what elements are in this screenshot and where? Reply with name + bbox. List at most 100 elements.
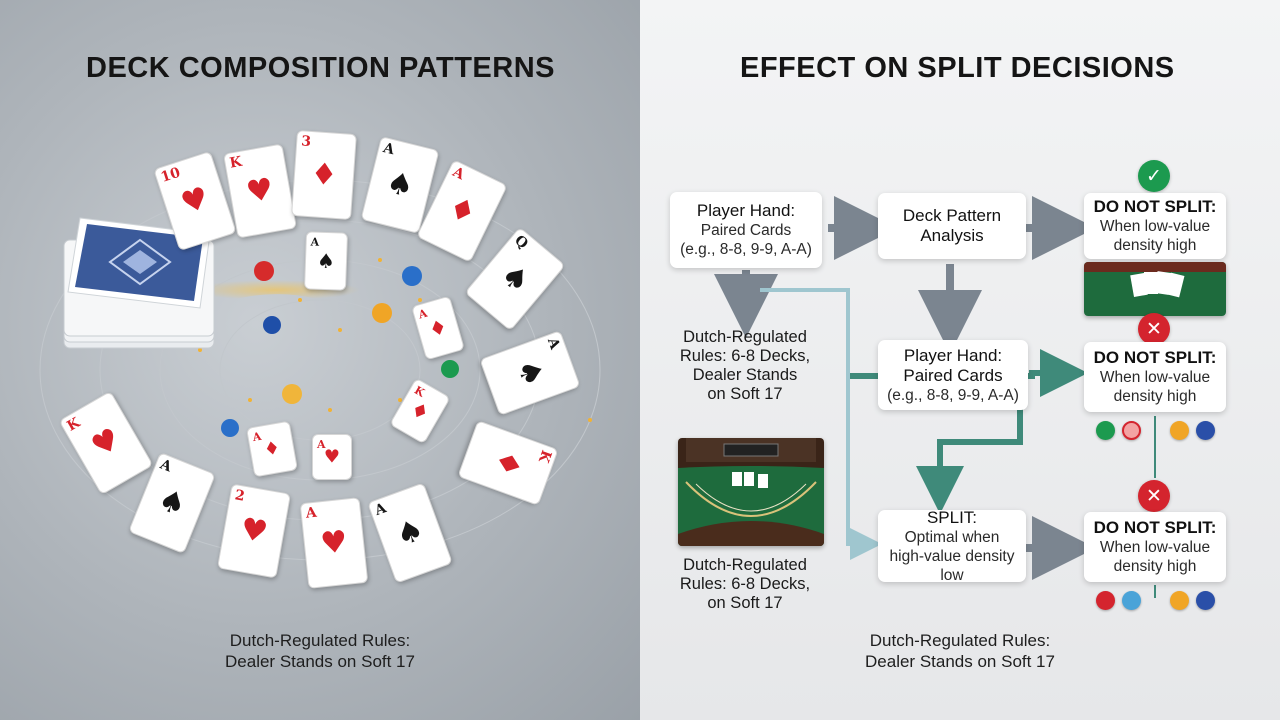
card-rank: A: [157, 456, 174, 476]
cross-chip-icon: [1096, 591, 1115, 610]
deck-pattern-line2: Analysis: [920, 226, 984, 245]
casino-chip-icon: [1196, 421, 1215, 440]
outcome-2-line1: When low-value: [1099, 369, 1211, 386]
card-suit: ♠: [508, 354, 552, 392]
card-suit: ♠: [316, 248, 336, 274]
playing-card-icon: A ♥: [299, 497, 369, 589]
split-box: SPLIT: Optimal when high-value density l…: [878, 507, 1026, 584]
casino-chip-icon: [1122, 591, 1141, 610]
casino-chip-icon: [1170, 421, 1189, 440]
rules-note-2: Dutch-Regulated Rules: 6-8 Decks, on Sof…: [670, 556, 820, 613]
rules-note-2-line2: Rules: 6-8 Decks,: [679, 575, 811, 593]
card-suit: ♠: [382, 164, 418, 206]
card-rank: 10: [158, 164, 183, 186]
rules-note-1-line1: Dutch-Regulated: [683, 328, 807, 346]
card-suit: ♠: [493, 256, 537, 302]
player-hand-2-line2: (e.g., 8-8, 9-9, A-A): [887, 386, 1019, 404]
player-hand-box: Player Hand: Paired Cards (e.g., 8-8, 9-…: [670, 192, 822, 268]
card-rank: K: [228, 153, 244, 172]
split-decisions-panel: EFFECT ON SPLIT DECISIONS: [640, 0, 1280, 720]
card-rank: A: [372, 500, 389, 519]
blackjack-table-icon: [678, 438, 824, 546]
right-caption-line1: Dutch-Regulated Rules:: [869, 631, 1051, 650]
outcome-3-line1: When low-value: [1099, 539, 1211, 556]
card-rank: A: [544, 335, 563, 352]
rules-note-2-line1: Dutch-Regulated: [683, 556, 807, 574]
player-hand-2-line1: Paired Cards: [903, 365, 1003, 385]
split-line2: high-value density low: [889, 547, 1015, 584]
outcome-3-title: DO NOT SPLIT:: [1093, 518, 1217, 537]
casino-chip-icon: [1170, 591, 1189, 610]
outcome-2-title: DO NOT SPLIT:: [1093, 348, 1217, 367]
card-suit: ♥: [318, 524, 350, 562]
card-suit: ♥: [237, 511, 271, 551]
outcome-box-1: DO NOT SPLIT: When low-value density hig…: [1084, 193, 1226, 259]
playing-card-icon: A ♠: [304, 231, 348, 291]
player-hand-line1: Paired Cards: [700, 222, 792, 239]
card-suit: ♥: [243, 171, 277, 211]
card-rank: 3: [300, 133, 312, 150]
casino-chip-icon: [1122, 421, 1141, 440]
left-caption: Dutch-Regulated Rules: Dealer Stands on …: [200, 630, 440, 672]
player-hand-title: Player Hand:: [696, 201, 796, 220]
card-suit: ♦: [309, 156, 339, 194]
casino-chips: [221, 261, 459, 437]
outcome-3-line2: density high: [1113, 558, 1197, 575]
right-panel-title: EFFECT ON SPLIT DECISIONS: [740, 52, 1175, 84]
outcome-1-line1: When low-value: [1099, 218, 1211, 235]
light-arrow: [760, 288, 882, 560]
outcome-box-2: DO NOT SPLIT: When low-value density hig…: [1084, 342, 1226, 412]
rules-note-1: Dutch-Regulated Rules: 6-8 Decks, Dealer…: [670, 328, 820, 404]
card-rank: A: [317, 438, 326, 451]
deck-pattern-line1: Deck Pattern: [902, 206, 1002, 225]
card-suit: ♥: [85, 421, 127, 465]
player-hand-line2: (e.g., 8-8, 9-9, A-A): [680, 241, 812, 258]
card-suit: ♦: [486, 444, 530, 482]
card-suit: ♥: [176, 180, 214, 222]
card-suit: ♦: [262, 437, 282, 461]
card-deck-icon: [60, 212, 218, 352]
outcome-1-title: DO NOT SPLIT:: [1093, 197, 1217, 216]
card-rank: A: [450, 164, 467, 184]
split-title: SPLIT:: [926, 507, 978, 527]
cross-icon: ✕: [1138, 313, 1170, 345]
card-suit: ♦: [426, 313, 450, 343]
card-rank: Q: [511, 232, 531, 253]
left-panel-title: DECK COMPOSITION PATTERNS: [86, 52, 555, 84]
right-caption: Dutch-Regulated Rules: Dealer Stands on …: [840, 630, 1080, 672]
card-rank: A: [381, 140, 396, 159]
right-caption-line2: Dealer Stands on Soft 17: [865, 652, 1055, 671]
rules-note-2-line3: on Soft 17: [707, 594, 783, 612]
casino-chip-icon: [1196, 591, 1215, 610]
playing-card-icon: A ♥: [312, 434, 352, 480]
split-line1: Optimal when: [904, 528, 1000, 546]
card-rank: A: [310, 235, 320, 249]
cross-chip-icon: [1096, 421, 1115, 440]
rules-note-1-line2: Rules: 6-8 Decks,: [679, 347, 811, 365]
cross-icon: ✕: [1138, 480, 1170, 512]
rules-note-1-line4: on Soft 17: [707, 385, 783, 403]
gray-arrows: [714, 196, 1096, 580]
card-rank: A: [304, 504, 318, 522]
check-icon: ✓: [1138, 160, 1170, 192]
left-caption-line1: Dutch-Regulated Rules:: [229, 631, 411, 650]
playing-card-icon: 3 ♦: [291, 130, 357, 220]
card-suit: ♠: [152, 481, 192, 525]
card-rank: 2: [233, 487, 246, 505]
outcome-1-table-image: [1084, 262, 1226, 316]
deck-pattern-box: Deck Pattern Analysis: [878, 193, 1026, 259]
outcome-box-3: DO NOT SPLIT: When low-value density hig…: [1084, 512, 1226, 582]
card-rank: A: [251, 429, 263, 445]
deck-composition-panel: DECK COMPOSITION PATTERNS: [0, 0, 640, 720]
left-caption-line2: Dealer Stands on Soft 17: [225, 652, 415, 671]
player-hand-box-2: Player Hand: Paired Cards (e.g., 8-8, 9-…: [878, 340, 1028, 410]
card-suit: ♠: [391, 511, 429, 555]
card-rank: K: [64, 414, 83, 435]
card-suit: ♦: [406, 396, 434, 426]
outcome-1-line2: density high: [1113, 237, 1197, 254]
card-suit: ♦: [442, 189, 482, 233]
playing-card-icon: A ♦: [245, 420, 299, 478]
player-hand-2-title: Player Hand:: [903, 345, 1003, 365]
card-rank: K: [534, 447, 555, 465]
card-suit: ♥: [323, 446, 341, 468]
